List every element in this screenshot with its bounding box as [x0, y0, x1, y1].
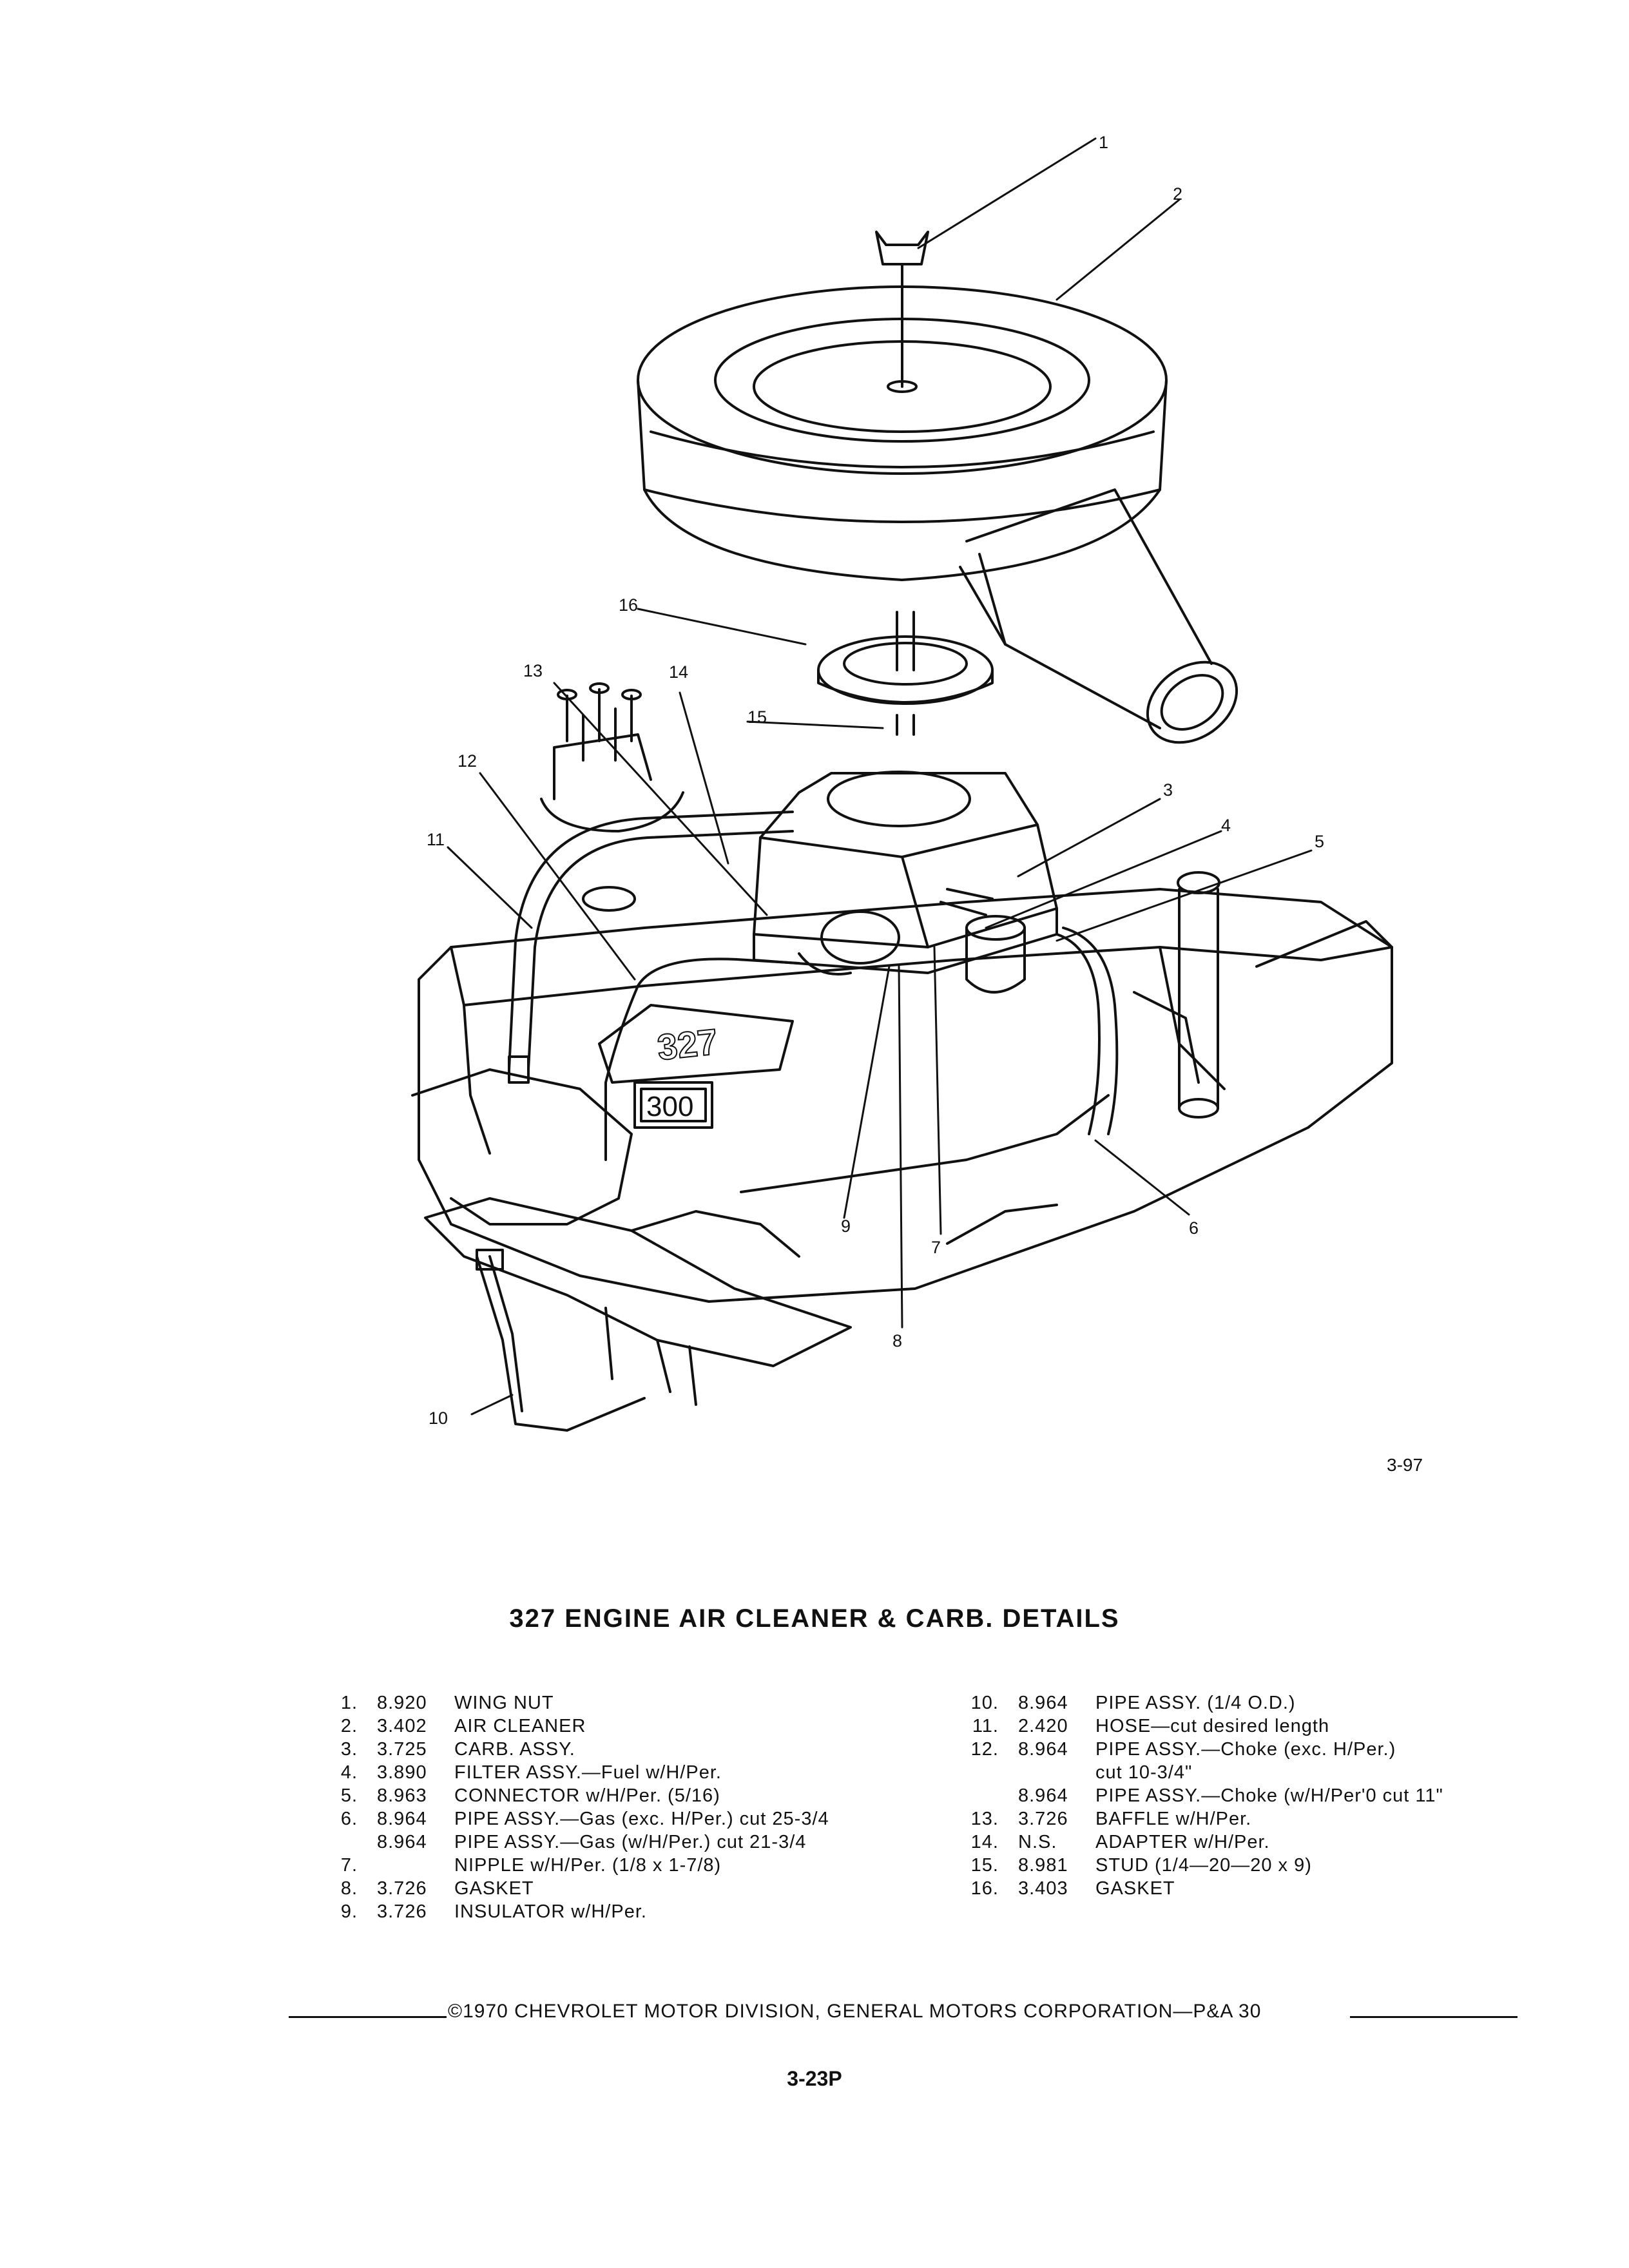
part-description: AIR CLEANER: [454, 1716, 586, 1736]
callout-8: 8: [892, 1331, 902, 1350]
part-code: 8.964: [377, 1809, 427, 1829]
part-code: 3.403: [1018, 1878, 1068, 1899]
part-number: 12.: [970, 1739, 999, 1760]
gasket-stud-drawing: [817, 611, 994, 736]
part-number: 3.: [340, 1739, 358, 1760]
part-code: 3.726: [1018, 1809, 1068, 1829]
page-title: 327 ENGINE AIR CLEANER & CARB. DETAILS: [509, 1604, 1120, 1633]
part-code: 3.402: [377, 1716, 427, 1736]
callout-13: 13: [523, 661, 543, 680]
emblem-300: 300: [646, 1091, 693, 1122]
part-description: PIPE ASSY. (1/4 O.D.): [1095, 1693, 1296, 1713]
part-code: 3.726: [377, 1878, 427, 1899]
carburetor-drawing: [753, 771, 1058, 994]
part-description: NIPPLE w/H/Per. (1/8 x 1-7/8): [454, 1855, 722, 1876]
leader-lines: [447, 137, 1313, 1416]
part-description: WING NUT: [454, 1693, 554, 1713]
callout-2: 2: [1173, 184, 1182, 204]
emblems-drawing: [598, 1004, 794, 1129]
page-number: 3-23P: [787, 2067, 842, 2090]
part-number: 2.: [340, 1716, 358, 1736]
part-number: 13.: [970, 1809, 999, 1829]
part-number: 9.: [340, 1901, 358, 1922]
figure-number: 3-97: [1387, 1455, 1423, 1475]
footer-rule-left: [289, 2016, 447, 2018]
copyright-footer: ©1970 CHEVROLET MOTOR DIVISION, GENERAL …: [0, 2001, 1629, 2026]
hoses-pipes-drawing: [476, 811, 1119, 1432]
part-code: 8.920: [377, 1693, 427, 1713]
part-code: 2.420: [1018, 1716, 1068, 1736]
callout-1: 1: [1099, 133, 1108, 152]
part-number: 10.: [970, 1693, 999, 1713]
engine-block-drawing: [411, 682, 1393, 1406]
callout-4: 4: [1221, 816, 1231, 835]
footer-rule-right: [1350, 2016, 1518, 2018]
callout-16: 16: [619, 595, 638, 615]
emblem-327: 327: [655, 1021, 720, 1068]
part-description: PIPE ASSY.—Gas (exc. H/Per.) cut 25-3/4: [454, 1809, 829, 1829]
part-code: 3.890: [377, 1762, 427, 1783]
exploded-view-diagram: 327 300 1 2 3 4 5 6 7 8 9 10 11 12 13 14…: [411, 133, 1393, 1432]
part-description: PIPE ASSY.—Choke (exc. H/Per.): [1095, 1739, 1396, 1760]
part-number: 7.: [340, 1855, 358, 1876]
part-description: HOSE—cut desired length: [1095, 1716, 1330, 1736]
part-description: FILTER ASSY.—Fuel w/H/Per.: [454, 1762, 722, 1783]
part-description: CONNECTOR w/H/Per. (5/16): [454, 1785, 720, 1806]
callout-11: 11: [427, 830, 445, 849]
part-number: 1.: [340, 1693, 358, 1713]
callout-15: 15: [747, 707, 767, 727]
part-code: 8.964: [1018, 1693, 1068, 1713]
part-number: 6.: [340, 1809, 358, 1829]
callout-10: 10: [429, 1408, 448, 1428]
part-description: ADAPTER w/H/Per.: [1095, 1832, 1270, 1852]
part-description: GASKET: [1095, 1878, 1175, 1899]
part-number: 14.: [970, 1832, 999, 1852]
callout-9: 9: [841, 1216, 851, 1236]
part-description: cut 10-3/4": [1095, 1762, 1193, 1783]
callout-5: 5: [1315, 832, 1324, 851]
part-number: 5.: [340, 1785, 358, 1806]
part-description: BAFFLE w/H/Per.: [1095, 1809, 1252, 1829]
part-number: 11.: [972, 1716, 999, 1736]
copyright-text: ©1970 CHEVROLET MOTOR DIVISION, GENERAL …: [448, 2001, 1262, 2022]
part-number: 15.: [970, 1855, 999, 1876]
part-number: 8.: [340, 1878, 358, 1899]
part-description: PIPE ASSY.—Gas (w/H/Per.) cut 21-3/4: [454, 1832, 807, 1852]
part-code: 8.964: [1018, 1785, 1068, 1806]
callout-labels: 1 2 3 4 5 6 7 8 9 10 11 12 13 14 15 16: [427, 133, 1324, 1428]
part-code: 8.981: [1018, 1855, 1068, 1876]
air-cleaner-drawing: [637, 231, 1239, 744]
callout-3: 3: [1163, 780, 1173, 800]
callout-7: 7: [931, 1238, 941, 1257]
part-description: INSULATOR w/H/Per.: [454, 1901, 647, 1922]
callout-14: 14: [669, 662, 688, 682]
part-number: 4.: [340, 1762, 358, 1783]
part-description: PIPE ASSY.—Choke (w/H/Per'0 cut 11": [1095, 1785, 1443, 1806]
part-description: GASKET: [454, 1878, 534, 1899]
part-description: CARB. ASSY.: [454, 1739, 575, 1760]
part-code: 8.964: [377, 1832, 427, 1852]
part-number: 16.: [970, 1878, 999, 1899]
callout-12: 12: [458, 751, 477, 771]
part-code: 3.725: [377, 1739, 427, 1760]
part-code: 3.726: [377, 1901, 427, 1922]
part-code: 8.963: [377, 1785, 427, 1806]
part-code: N.S.: [1018, 1832, 1057, 1852]
part-code: 8.964: [1018, 1739, 1068, 1760]
callout-6: 6: [1189, 1218, 1199, 1238]
part-description: STUD (1/4—20—20 x 9): [1095, 1855, 1312, 1876]
